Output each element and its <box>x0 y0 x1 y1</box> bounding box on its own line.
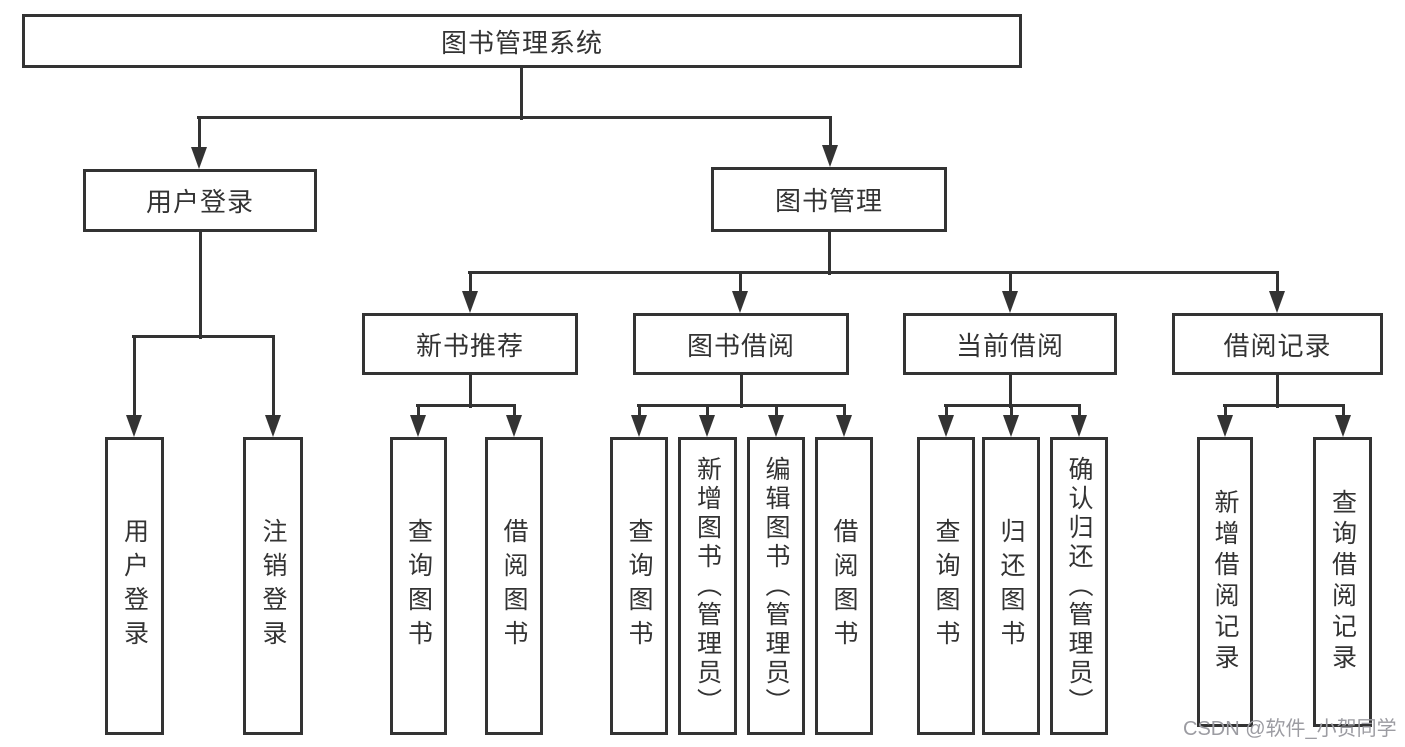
node-label: 查询图书 <box>404 518 433 654</box>
node-label: 新增图书（管理员） <box>693 455 722 717</box>
connector-line <box>706 404 709 420</box>
connector-line <box>1078 404 1081 420</box>
node-query-books-borrow: 查询图书 <box>610 437 668 735</box>
arrow-head <box>1335 415 1351 437</box>
arrow-head <box>1003 415 1019 437</box>
arrow-head <box>699 415 715 437</box>
connector-line <box>198 116 201 154</box>
connector-line <box>469 271 472 295</box>
arrow-head <box>265 415 281 437</box>
arrow-head <box>1217 415 1233 437</box>
arrow-head <box>938 415 954 437</box>
connector-line <box>469 372 472 408</box>
watermark: CSDN @软件_小贺同学 <box>1183 718 1397 740</box>
node-library-management-system: 图书管理系统 <box>22 14 1022 68</box>
connector-line <box>638 404 641 420</box>
node-borrow-books-recommend: 借阅图书 <box>485 437 543 735</box>
node-logout: 注销登录 <box>243 437 303 735</box>
connector-line <box>133 335 136 420</box>
connector-line <box>520 65 523 120</box>
node-label: 借阅图书 <box>500 518 528 654</box>
node-label: 注销登录 <box>259 518 287 654</box>
connector-line <box>1009 271 1012 295</box>
connector-line <box>468 271 1279 274</box>
node-borrow-books: 借阅图书 <box>815 437 873 735</box>
connector-line <box>132 335 275 338</box>
connector-line <box>197 116 832 119</box>
connector-line <box>513 404 516 420</box>
node-add-borrowing-record: 新增借阅记录 <box>1197 437 1253 727</box>
node-label: 新增借阅记录 <box>1211 489 1239 675</box>
arrow-head <box>410 415 426 437</box>
connector-line <box>1010 404 1013 420</box>
connector-line <box>945 404 948 420</box>
connector-line <box>775 404 778 420</box>
arrow-head <box>191 147 207 169</box>
connector-line <box>272 335 275 420</box>
connector-line <box>1223 404 1345 407</box>
connector-line <box>1276 271 1279 295</box>
node-label: 用户登录 <box>120 518 149 654</box>
node-book-borrowing: 图书借阅 <box>633 313 849 375</box>
node-label: 图书管理 <box>774 186 883 216</box>
connector-line <box>740 372 743 408</box>
connector-line <box>1342 404 1345 420</box>
node-label: 借阅图书 <box>830 518 858 654</box>
arrow-head <box>126 415 142 437</box>
arrow-head <box>506 415 522 437</box>
node-new-book-recommendation: 新书推荐 <box>362 313 578 375</box>
node-return-books: 归还图书 <box>982 437 1040 735</box>
node-label: 编辑图书（管理员） <box>762 455 790 717</box>
node-label: 查询图书 <box>625 518 653 654</box>
node-label: 当前借阅 <box>955 330 1064 361</box>
arrow-head <box>1071 415 1087 437</box>
node-current-borrowing: 当前借阅 <box>903 313 1117 375</box>
node-confirm-return-admin: 确认归还（管理员） <box>1050 437 1108 735</box>
node-label: 归还图书 <box>997 518 1025 654</box>
arrow-head <box>822 145 838 167</box>
connector-line <box>1224 404 1227 420</box>
node-label: 用户登录 <box>145 187 254 217</box>
node-edit-books-admin: 编辑图书（管理员） <box>747 437 805 735</box>
node-label: 查询借阅记录 <box>1328 489 1357 675</box>
arrow-head <box>836 415 852 437</box>
arrow-head <box>462 291 478 313</box>
node-label: 图书管理系统 <box>440 27 603 58</box>
node-add-books-admin: 新增图书（管理员） <box>678 437 737 735</box>
arrow-head <box>631 415 647 437</box>
node-user-login: 用户登录 <box>83 169 317 232</box>
arrow-head <box>768 415 784 437</box>
connector-line <box>843 404 846 420</box>
node-label: 新书推荐 <box>415 330 524 361</box>
connector-line <box>829 116 832 152</box>
connector-line <box>416 404 516 407</box>
node-query-books-current: 查询图书 <box>917 437 975 735</box>
node-label: 确认归还（管理员） <box>1065 455 1093 717</box>
node-query-books-recommend: 查询图书 <box>390 437 447 735</box>
connector-line <box>1009 372 1012 408</box>
connector-line <box>417 404 420 420</box>
node-label: 查询图书 <box>932 518 960 654</box>
arrow-head <box>1269 291 1285 313</box>
connector-line <box>1276 372 1279 408</box>
node-label: 借阅记录 <box>1223 330 1332 361</box>
node-label: 图书借阅 <box>686 330 795 361</box>
node-book-management: 图书管理 <box>711 167 947 232</box>
node-user-login-leaf: 用户登录 <box>105 437 164 735</box>
connector-line <box>199 229 202 339</box>
arrow-head <box>1002 291 1018 313</box>
connector-line <box>739 271 742 295</box>
node-borrowing-records: 借阅记录 <box>1172 313 1383 375</box>
connector-line <box>828 229 831 275</box>
arrow-head <box>732 291 748 313</box>
node-query-borrowing-record: 查询借阅记录 <box>1313 437 1372 727</box>
